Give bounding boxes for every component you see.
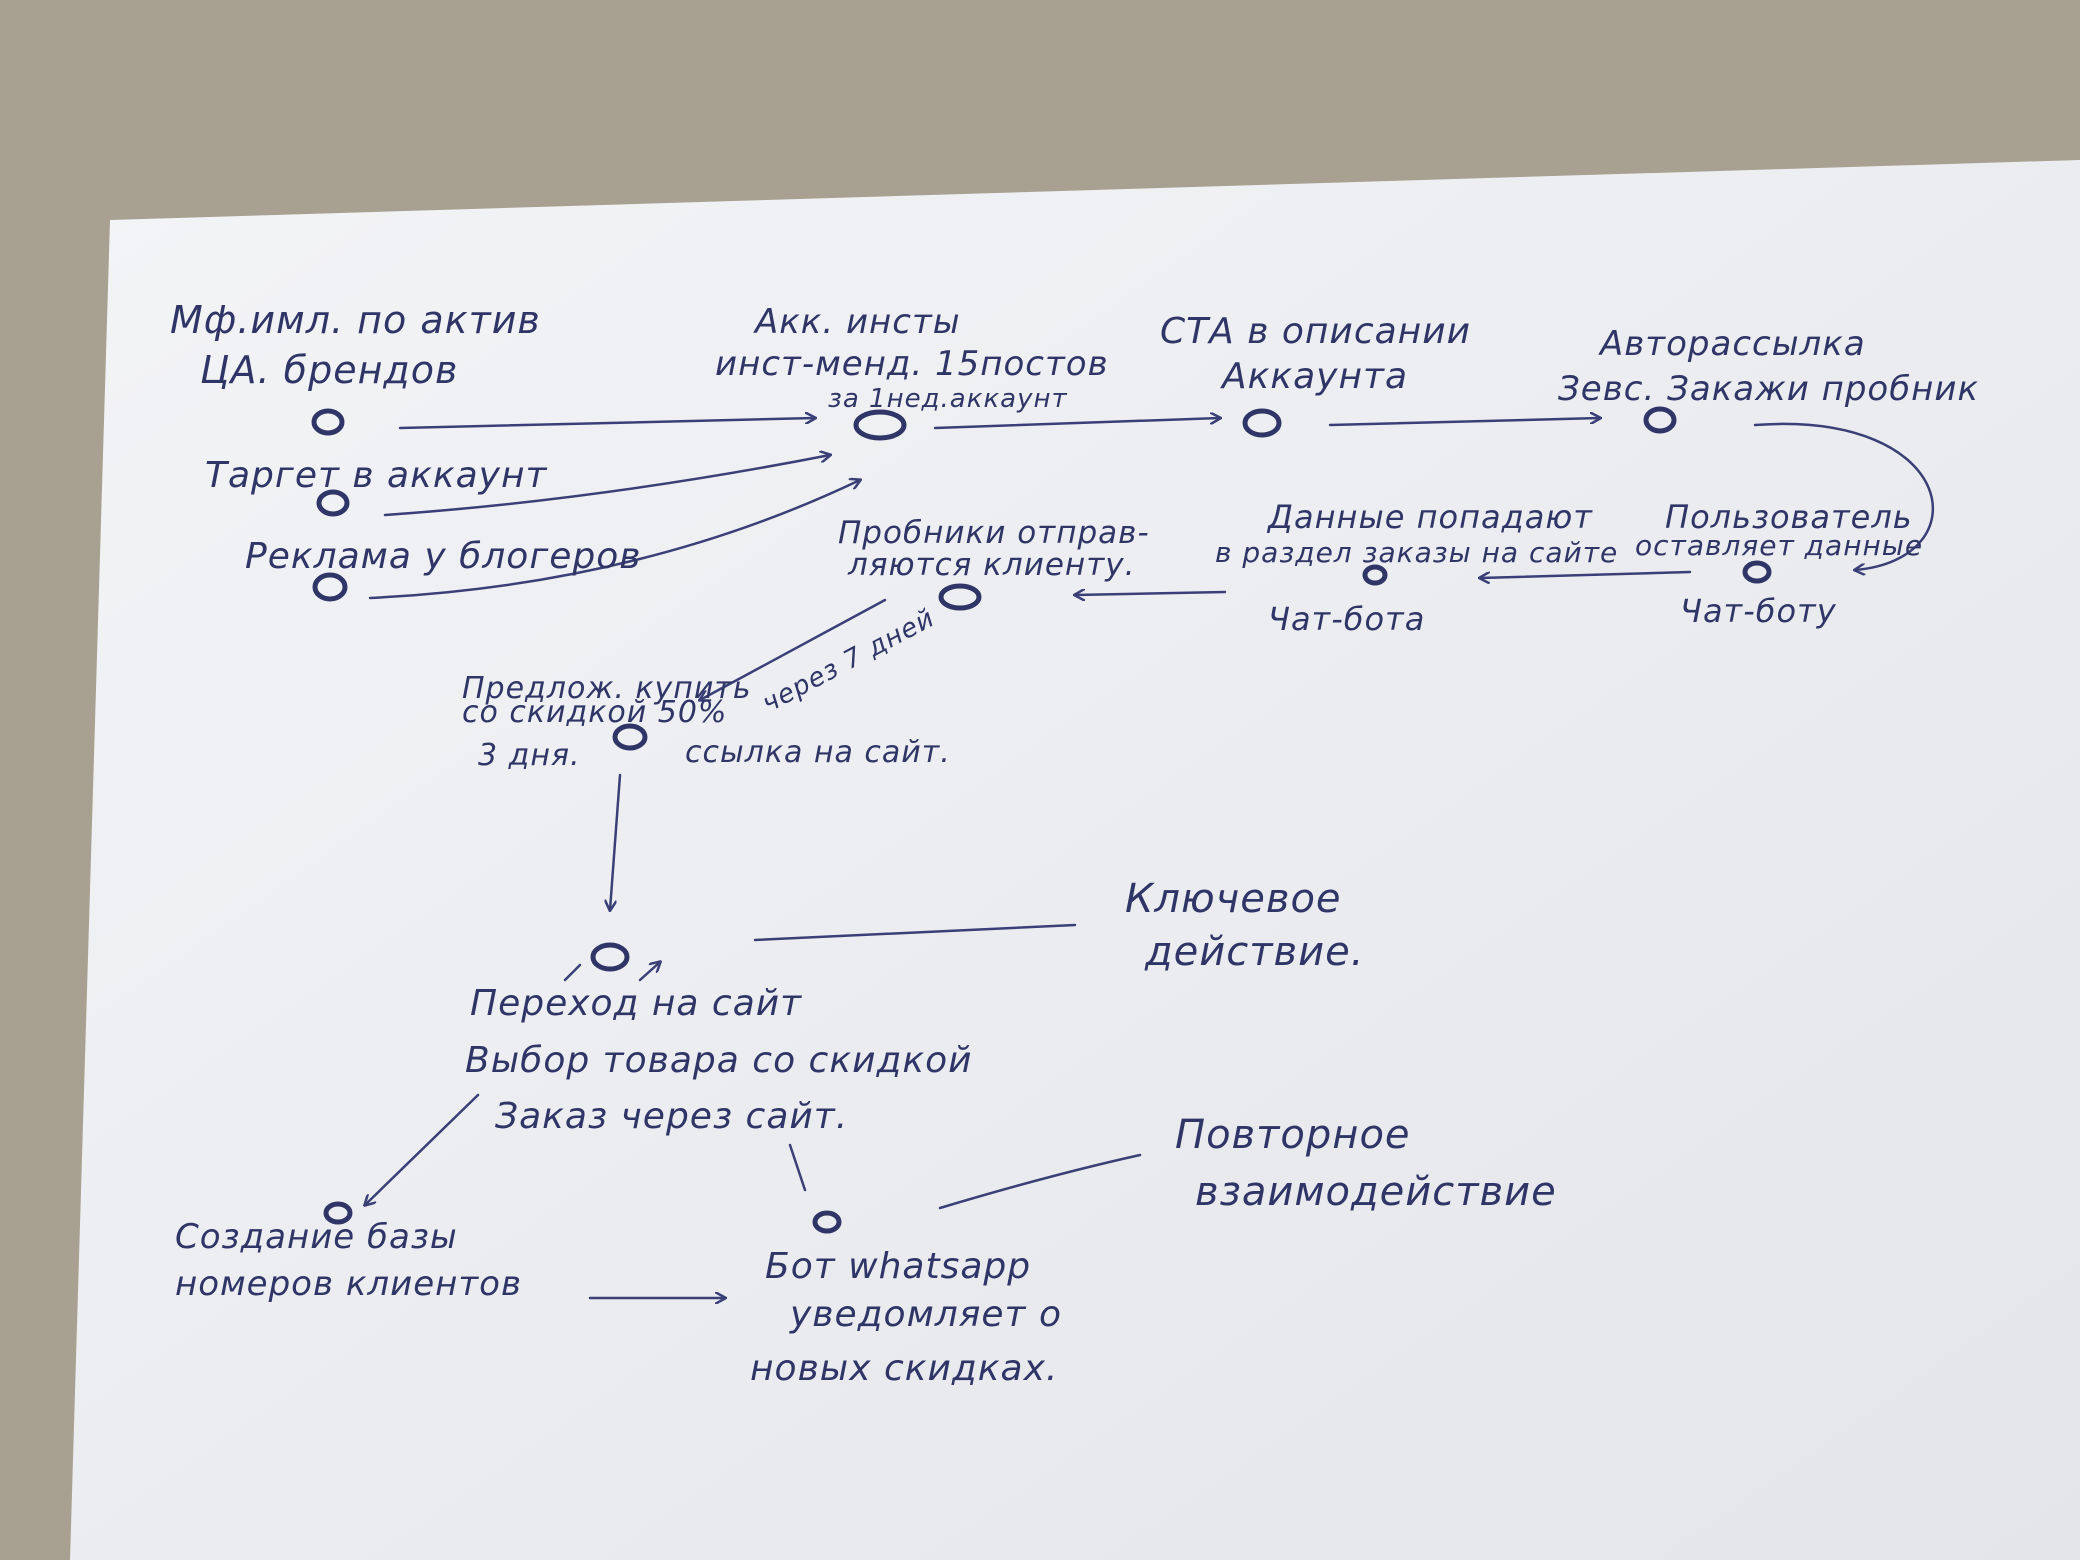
edge-n11-n13 bbox=[788, 1143, 807, 1192]
loop-mark-left bbox=[563, 963, 582, 982]
edge-n7-n8 bbox=[1480, 570, 1692, 578]
node-n7-label: Пользователь оставляет данные bbox=[1635, 498, 1924, 562]
key-action-leader bbox=[753, 923, 1077, 942]
edge-n10-n11 bbox=[610, 773, 622, 910]
node-n5-circle bbox=[1242, 408, 1282, 438]
edge-n5-n6 bbox=[1328, 418, 1600, 427]
edge-n2-n4 bbox=[383, 455, 830, 517]
node-n6-circle bbox=[1643, 406, 1677, 434]
edge-n11-n12 bbox=[365, 1093, 480, 1205]
node-n6-label: Авторассылка Зевс. Закажи пробник bbox=[1558, 324, 1979, 409]
node-n4-circle bbox=[853, 409, 907, 441]
node-n9-circle bbox=[938, 583, 982, 611]
node-n7-circle bbox=[1742, 560, 1772, 584]
node-n12-circle bbox=[323, 1201, 353, 1225]
node-n4-label: Акк. инсты инст-менд. 15постов за 1нед.а… bbox=[715, 302, 1120, 414]
node-n3-circle bbox=[312, 572, 348, 602]
edge-n3-n4 bbox=[368, 480, 860, 600]
node-n2-label: Таргет в аккаунт bbox=[205, 455, 547, 496]
node-n1-label: Мф.имл. по актив ЦА. брендов bbox=[170, 298, 554, 392]
node-n1-circle bbox=[311, 408, 345, 436]
edge-n1-n4 bbox=[398, 418, 815, 430]
loop-mark-right bbox=[638, 962, 660, 982]
node-n8-label: Данные попадают в раздел заказы на сайте bbox=[1215, 498, 1618, 569]
repeat-interaction-annotation: Повторное взаимодействие bbox=[1175, 1112, 1557, 1215]
node-n5-label: СТА в описании Аккаунта bbox=[1160, 311, 1483, 397]
node-n3-label: Реклама у блогеров bbox=[245, 536, 641, 577]
node-n7-sublabel: Чат-боту bbox=[1680, 592, 1837, 630]
edge-n8-n9 bbox=[1075, 592, 1227, 595]
node-n9-label: Пробники отправ- ляются клиенту. bbox=[838, 515, 1161, 583]
key-action-annotation: Ключевое действие. bbox=[1125, 876, 1364, 975]
node-n8-sublabel: Чат-бота bbox=[1268, 600, 1425, 638]
node-n13-label: Бот whatsapp уведомляет о новых скидках. bbox=[750, 1246, 1074, 1389]
repeat-leader bbox=[938, 1153, 1142, 1210]
node-n2-circle bbox=[316, 489, 350, 517]
node-n10-circle bbox=[612, 723, 648, 751]
node-n11-label: Переход на сайт Выбор товара со скидкой … bbox=[465, 983, 985, 1137]
paper-sheet bbox=[70, 160, 2080, 1560]
edge-n9-n10 bbox=[700, 598, 887, 700]
node-n10-label: Предлож. купить со скидкой 50% 3 дня. bbox=[462, 671, 762, 773]
node-n13-circle bbox=[812, 1210, 842, 1234]
node-n12-label: Создание базы номеров клиентов bbox=[175, 1217, 522, 1304]
node-n11-circle bbox=[590, 942, 630, 972]
node-n8-circle bbox=[1362, 564, 1388, 586]
edge-n4-n5 bbox=[933, 418, 1220, 430]
edge-n6-n7 bbox=[1753, 422, 1935, 570]
node-n10-side-label: ссылка на сайт. bbox=[685, 735, 951, 770]
